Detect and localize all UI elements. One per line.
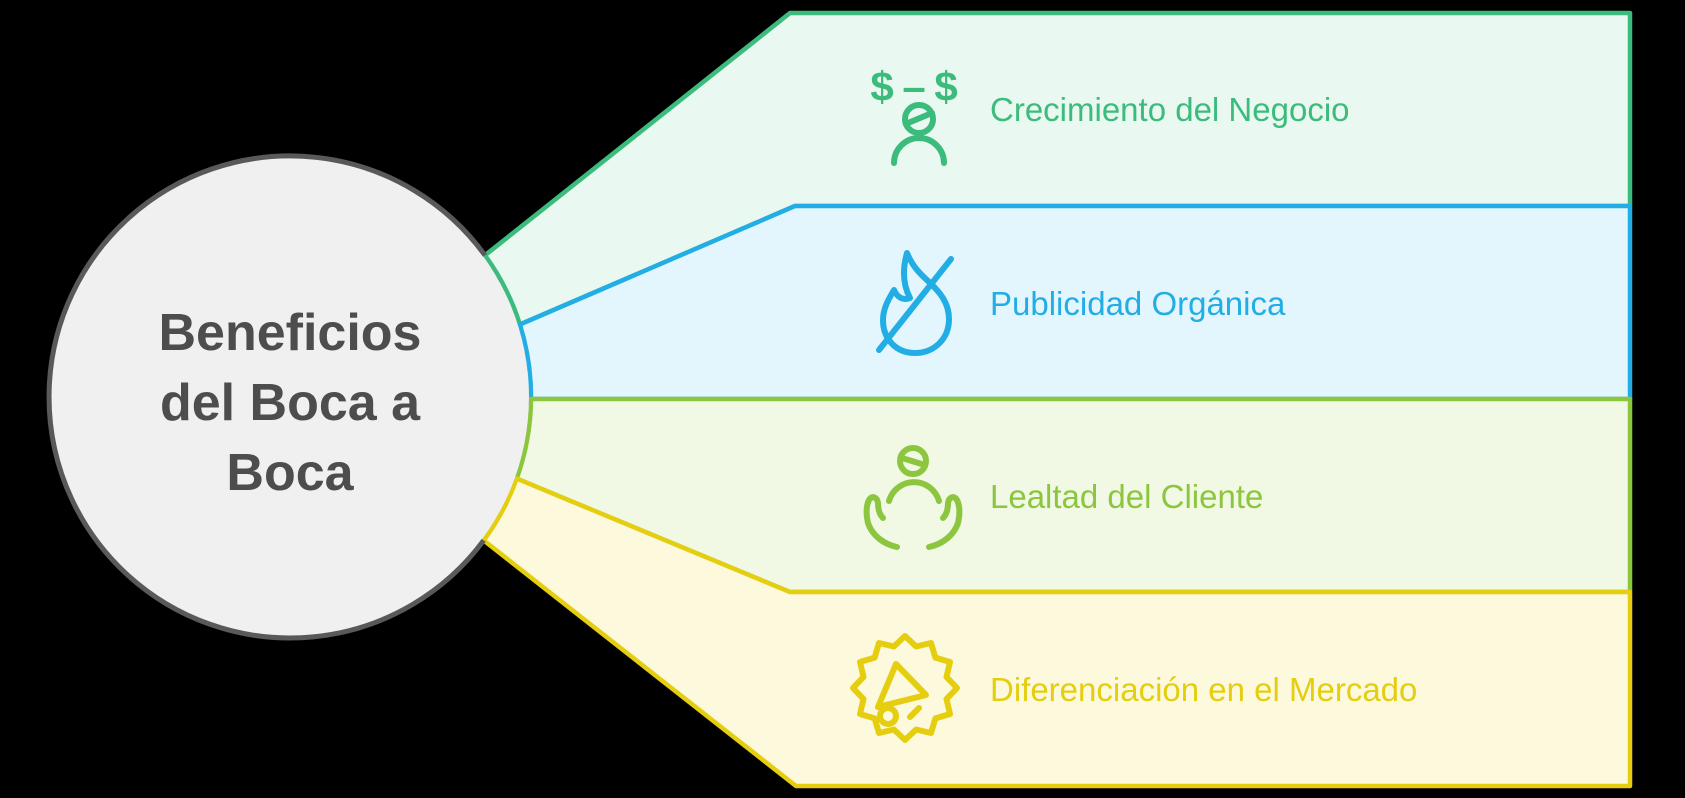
dollar-right-glyph: $: [934, 63, 957, 110]
person-shoulders: [891, 135, 947, 166]
customer-head: [897, 445, 929, 477]
person-head: [902, 102, 936, 136]
branch-label-diferenciacion: Diferenciación en el Mercado: [990, 671, 1417, 708]
branch-label-crecimiento: Crecimiento del Negocio: [990, 91, 1350, 128]
right-hand: [926, 494, 963, 550]
center-title: Beneficios del Boca a Boca: [159, 304, 422, 502]
megaphone-handle: [907, 705, 922, 720]
dollar-left-glyph: $: [870, 63, 893, 110]
center-title-line-2: del Boca a: [160, 374, 421, 432]
left-hand: [863, 494, 900, 550]
branch-label-lealtad: Lealtad del Cliente: [990, 478, 1263, 515]
dollar-dash-glyph: –: [902, 63, 925, 110]
megaphone-wheel: [877, 705, 899, 727]
center-title-line-3: Boca: [226, 444, 354, 502]
no-fire-icon: [876, 250, 954, 356]
starburst-outline: [850, 633, 960, 743]
person-head-chord: [905, 110, 935, 126]
center-circle: [51, 158, 529, 636]
customer-loyalty-icon: [863, 445, 963, 550]
flame-slash: [876, 256, 954, 353]
branch-label-publicidad: Publicidad Orgánica: [990, 285, 1286, 322]
center-circle-border: [46, 153, 488, 641]
megaphone-badge-icon: [850, 633, 960, 743]
branch-band-publicidad: [517, 203, 1633, 402]
branch-band-crecimiento: [482, 10, 1633, 327]
money-growth-icon: $ – $: [870, 63, 958, 166]
megaphone-cone: [875, 661, 929, 710]
customer-shoulders: [886, 479, 942, 504]
center-title-line-1: Beneficios: [159, 304, 422, 362]
customer-head-chord: [899, 455, 928, 468]
branch-band-diferenciacion: [481, 476, 1633, 789]
